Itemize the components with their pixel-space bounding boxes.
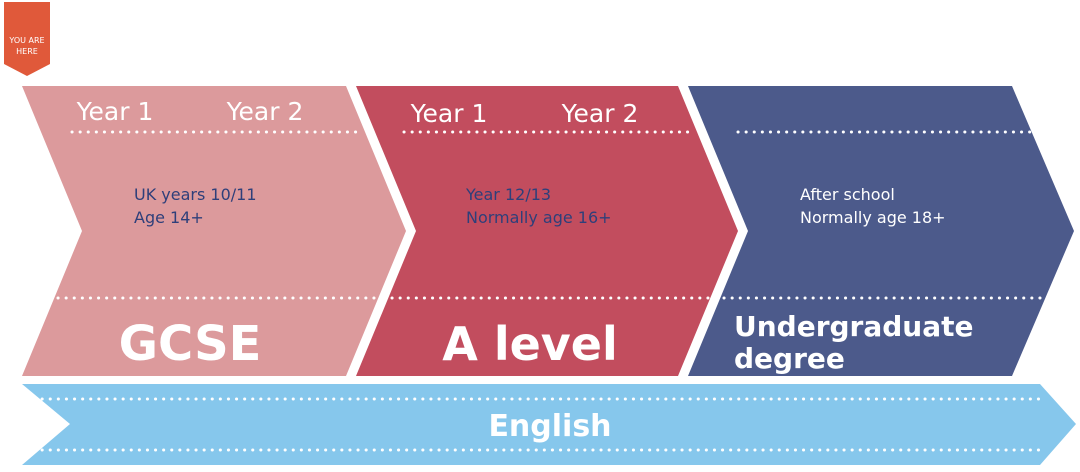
stage-gcse: Year 1 Year 2 UK years 10/11 Age 14+ GCS… — [22, 86, 406, 376]
dotted-dividers — [56, 130, 1046, 300]
stage-undergraduate: After school Normally age 18+ Undergradu… — [688, 86, 1074, 376]
gcse-info-line1: UK years 10/11 — [134, 185, 257, 204]
undergraduate-info-line1: After school — [800, 185, 895, 204]
gcse-year-2-label: Year 2 — [226, 97, 304, 126]
undergraduate-info-line2: Normally age 18+ — [800, 208, 946, 227]
a-level-chevron — [356, 86, 738, 376]
you-are-here-badge: YOU ARE HERE — [4, 2, 50, 76]
a-level-info-line1: Year 12/13 — [465, 185, 551, 204]
english-label: English — [488, 409, 611, 444]
a-level-year-1-label: Year 1 — [410, 99, 488, 128]
a-level-title: A level — [442, 317, 618, 371]
gcse-year-1-label: Year 1 — [76, 97, 154, 126]
english-band: English — [22, 384, 1076, 465]
english-arrow — [22, 384, 1076, 465]
badge-text-line2: HERE — [16, 47, 38, 56]
a-level-year-2-label: Year 2 — [561, 99, 639, 128]
gcse-chevron — [22, 86, 406, 376]
undergraduate-chevron — [688, 86, 1074, 376]
gcse-title: GCSE — [119, 316, 262, 372]
badge-shape — [4, 2, 50, 76]
badge-text-line1: YOU ARE — [8, 36, 44, 45]
gcse-info-line2: Age 14+ — [134, 208, 204, 227]
undergraduate-title-line1: Undergraduate — [734, 310, 974, 343]
stage-a-level: Year 1 Year 2 Year 12/13 Normally age 16… — [356, 86, 738, 376]
a-level-info-line2: Normally age 16+ — [466, 208, 612, 227]
undergraduate-title-line2: degree — [734, 342, 845, 375]
